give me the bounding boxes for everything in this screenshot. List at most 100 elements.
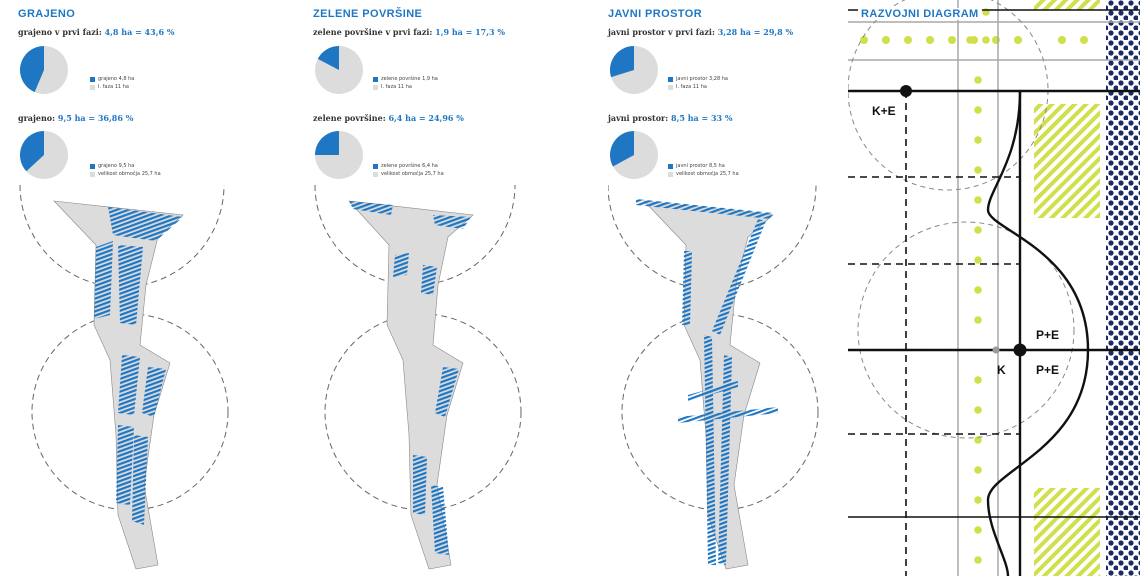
stat-value: 4,8 ha = 43,6 % — [104, 27, 175, 37]
stat-total: javni prostor: 8,5 ha = 33 % — [608, 113, 733, 123]
stat-first-phase: grajeno v prvi fazi: 4,8 ha = 43,6 % — [18, 27, 174, 37]
pie-chart-first-phase — [19, 46, 68, 94]
site-plan-map — [608, 185, 819, 570]
legend-item: velikost območja 25,7 ha — [668, 170, 739, 178]
pie-slice-share — [315, 131, 339, 155]
stat-value: 8,5 ha = 33 % — [671, 113, 733, 123]
legend-label: I. faza 11 ha — [98, 84, 129, 90]
legend-total: grajeno 9,5 ha velikost območja 25,7 ha — [90, 162, 161, 178]
legend-total: javni prostor 8,5 ha velikost območja 25… — [668, 162, 739, 178]
node-k-e — [900, 85, 912, 97]
stat-label: grajeno: — [18, 113, 58, 123]
panel-zelene-povrsine: ZELENE POVRŠINE zelene površine v prvi f… — [313, 0, 553, 576]
hatched-block-middle — [1034, 104, 1100, 218]
pie-slice-share — [317, 46, 339, 70]
legend-label: grajeno 9,5 ha — [98, 163, 135, 169]
legend-label: velikost območja 25,7 ha — [98, 171, 161, 177]
stat-total: grajeno: 9,5 ha = 36,86 % — [18, 113, 133, 123]
legend-label: grajeno 4,8 ha — [98, 76, 135, 82]
pie-slice-share — [19, 46, 44, 93]
development-diagram — [848, 0, 1140, 576]
pie-chart-first-phase — [609, 46, 658, 94]
legend-swatch — [90, 76, 95, 82]
horizontal-dotted-band — [860, 36, 1088, 44]
node-k — [992, 346, 1000, 354]
panel-grajeno: GRAJENO grajeno v prvi fazi: 4,8 ha = 43… — [18, 0, 258, 576]
legend-item: I. faza 11 ha — [668, 83, 728, 91]
panel-title: GRAJENO — [18, 8, 76, 20]
legend-label: zelene površine 1,9 ha — [381, 76, 438, 82]
legend-swatch — [373, 76, 378, 82]
panel-javni-prostor: JAVNI PROSTOR javni prostor v prvi fazi:… — [608, 0, 848, 576]
legend-item: velikost območja 25,7 ha — [90, 170, 161, 178]
legend-item: grajeno 4,8 ha — [90, 75, 134, 83]
legend-label: zelene površine 6,4 ha — [381, 163, 438, 169]
dashed-streets — [848, 91, 1020, 576]
legend-item: zelene površine 6,4 ha — [373, 162, 444, 170]
legend-total: zelene površine 6,4 ha velikost območja … — [373, 162, 444, 178]
label-k: K — [997, 363, 1006, 377]
legend-swatch — [90, 163, 95, 169]
panel-title: ZELENE POVRŠINE — [313, 8, 423, 20]
hatched-block-top — [1034, 0, 1100, 10]
label-k-e: K+E — [872, 104, 896, 118]
legend-item: javni prostor 8,5 ha — [668, 162, 739, 170]
label-p-e-lower: P+E — [1036, 363, 1060, 377]
legend-item: velikost območja 25,7 ha — [373, 170, 444, 178]
pie-chart-first-phase — [315, 46, 363, 94]
diagram-title: RAZVOJNI DIAGRAM — [858, 8, 982, 20]
legend-swatch — [668, 76, 673, 82]
stat-label: javni prostor v prvi fazi: — [608, 27, 718, 37]
pie-chart-total — [20, 131, 68, 179]
stat-label: javni prostor: — [608, 113, 671, 123]
legend-label: I. faza 11 ha — [676, 84, 707, 90]
public-space-hatch — [636, 199, 778, 565]
stat-value: 9,5 ha = 36,86 % — [57, 113, 134, 123]
pie-chart-total — [610, 131, 658, 179]
pie-slice-share — [610, 131, 634, 167]
pie-slice-share — [609, 46, 634, 78]
hatched-block-bottom — [1034, 488, 1100, 576]
green-area-hatch — [349, 201, 471, 555]
label-p-e-upper: P+E — [1036, 328, 1060, 342]
site-area — [348, 200, 474, 570]
stat-first-phase: javni prostor v prvi fazi: 3,28 ha = 29,… — [608, 27, 793, 37]
legend-label: javni prostor 8,5 ha — [676, 163, 725, 169]
grey-guide-lines — [848, 0, 1140, 576]
site-area — [53, 200, 184, 570]
legend-first-phase: zelene površine 1,9 ha I. faza 11 ha — [373, 75, 438, 91]
legend-item: grajeno 9,5 ha — [90, 162, 161, 170]
stat-label: grajeno v prvi fazi: — [18, 27, 105, 37]
legend-label: javni prostor 3,28 ha — [676, 76, 728, 82]
site-plan-map — [19, 185, 229, 570]
pie-slice-share — [20, 131, 44, 172]
stat-first-phase: zelene površine v prvi fazi: 1,9 ha = 17… — [313, 27, 505, 37]
legend-first-phase: javni prostor 3,28 ha I. faza 11 ha — [668, 75, 728, 91]
stat-value: 6,4 ha = 24,96 % — [388, 113, 464, 123]
legend-swatch — [668, 171, 673, 177]
legend-swatch — [90, 171, 95, 177]
site-plan-map — [314, 185, 522, 570]
stat-label: zelene površine v prvi fazi: — [313, 27, 436, 37]
legend-swatch — [668, 163, 673, 169]
legend-item: zelene površine 1,9 ha — [373, 75, 438, 83]
legend-item: I. faza 11 ha — [90, 83, 134, 91]
stat-value: 1,9 ha = 17,3 % — [435, 27, 505, 37]
legend-item: javni prostor 3,28 ha — [668, 75, 728, 83]
built-area-hatch — [94, 207, 183, 525]
legend-swatch — [373, 171, 378, 177]
legend-swatch — [373, 84, 378, 90]
panel-title: JAVNI PROSTOR — [608, 8, 703, 20]
stat-value: 3,28 ha = 29,8 % — [717, 27, 794, 37]
legend-swatch — [668, 84, 673, 90]
pie-chart-total — [315, 131, 363, 179]
legend-label: velikost območja 25,7 ha — [381, 171, 444, 177]
dotted-zone — [1106, 0, 1140, 576]
node-p-e — [1013, 343, 1027, 357]
legend-swatch — [373, 163, 378, 169]
stat-total: zelene površine: 6,4 ha = 24,96 % — [313, 113, 464, 123]
legend-first-phase: grajeno 4,8 ha I. faza 11 ha — [90, 75, 134, 91]
legend-swatch — [90, 84, 95, 90]
legend-label: I. faza 11 ha — [381, 84, 412, 90]
phase-one-circle — [19, 185, 225, 288]
